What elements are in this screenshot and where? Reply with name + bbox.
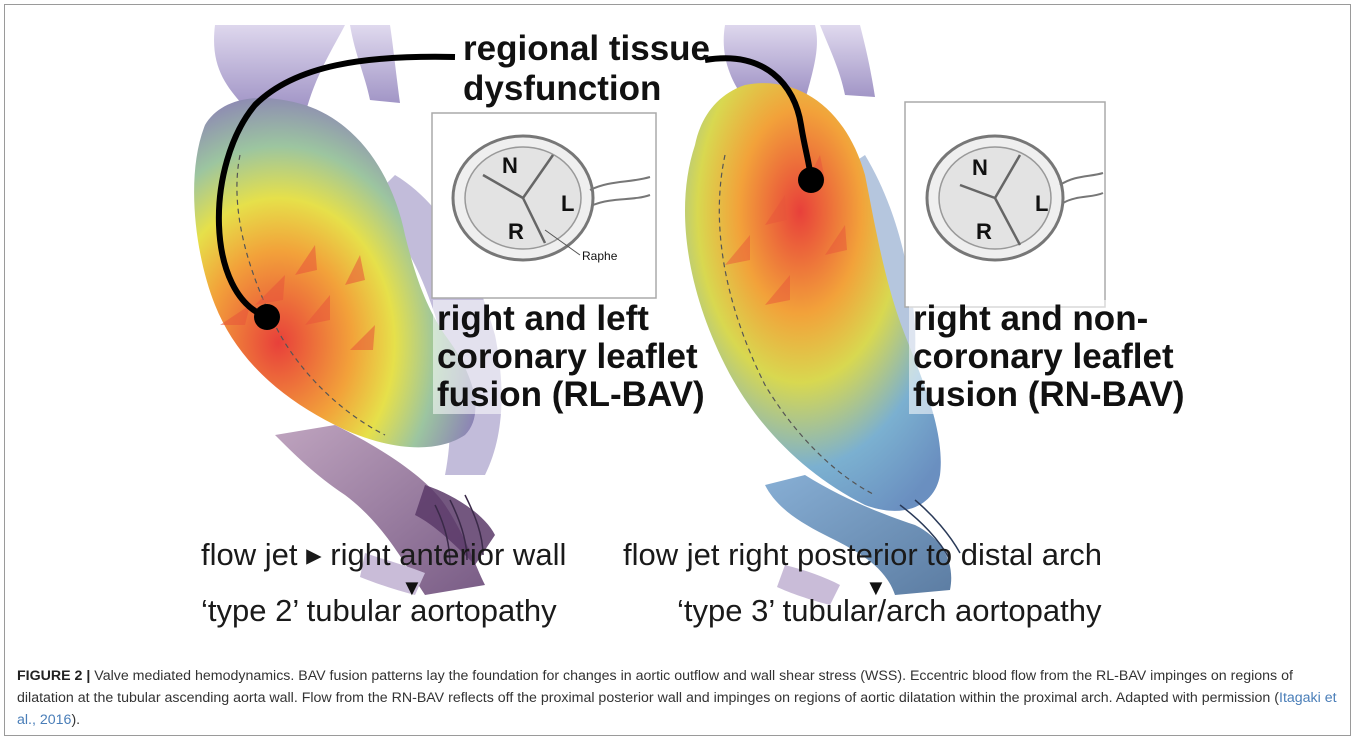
regional-tissue-line-2: dysfunction (463, 69, 710, 109)
left-fusion-line-3: fusion (RL-BAV) (433, 376, 709, 414)
right-fusion-line-3: fusion (RN-BAV) (909, 376, 1189, 414)
regional-tissue-line-1: regional tissue (463, 29, 710, 69)
left-flow-target: right anterior wall (330, 537, 566, 572)
right-fusion-line-2: coronary leaflet (909, 338, 1178, 376)
right-fusion-line-1: right and non- (909, 300, 1152, 338)
figure-frame: regional tissue dysfunction N L R Raphe … (4, 4, 1351, 736)
right-pointer-dot (798, 167, 824, 193)
regional-tissue-label: regional tissue dysfunction (463, 29, 710, 109)
caption-text: Valve mediated hemodynamics. BAV fusion … (17, 668, 1293, 706)
caption-end: ). (71, 712, 80, 728)
left-pointer-dot (254, 304, 280, 330)
left-fusion-line-1: right and left (433, 300, 653, 338)
right-inset-letter-r: R (976, 219, 992, 245)
left-valve-inset (432, 113, 656, 298)
left-inset-letter-l: L (561, 191, 574, 217)
figure-caption: FIGURE 2 | Valve mediated hemodynamics. … (17, 665, 1337, 731)
caption-figure-label: FIGURE 2 | (17, 668, 90, 684)
right-fusion-label: right and non- coronary leaflet fusion (… (909, 300, 1189, 414)
left-inset-raphe: Raphe (582, 249, 617, 263)
left-flow-arrow: ▸ (306, 537, 322, 572)
left-inset-letter-n: N (502, 153, 518, 179)
right-flow-jet-label: flow jet right posterior to distal arch (623, 537, 1102, 573)
left-fusion-line-2: coronary leaflet (433, 338, 702, 376)
right-valve-inset (905, 102, 1105, 307)
right-flow-prefix: flow jet (623, 537, 719, 572)
right-flow-target: right posterior to distal arch (728, 537, 1102, 572)
left-fusion-label: right and left coronary leaflet fusion (… (433, 300, 709, 414)
left-flow-prefix: flow jet (201, 537, 297, 572)
right-aortopathy-label: ‘type 3’ tubular/arch aortopathy (677, 593, 1102, 629)
right-inset-letter-n: N (972, 155, 988, 181)
right-inset-letter-l: L (1035, 191, 1048, 217)
left-flow-jet-label: flow jet ▸ right anterior wall (201, 537, 566, 573)
left-inset-letter-r: R (508, 219, 524, 245)
figure-illustration: regional tissue dysfunction N L R Raphe … (5, 5, 1350, 645)
left-aortopathy-label: ‘type 2’ tubular aortopathy (201, 593, 557, 629)
